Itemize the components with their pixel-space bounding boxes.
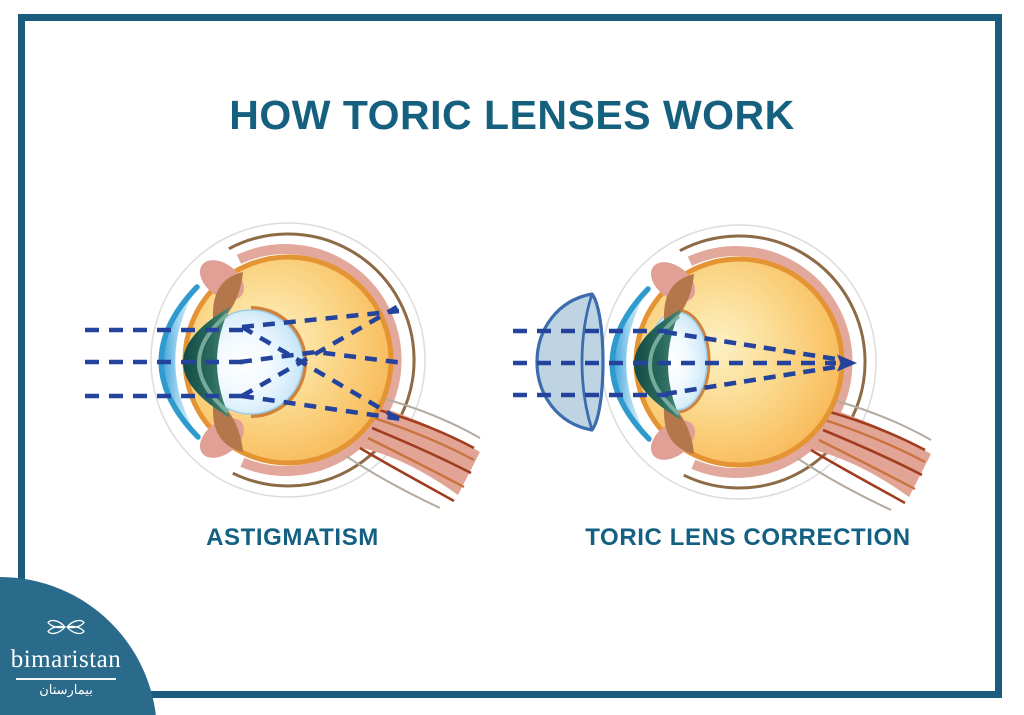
label-astigmatism: ASTIGMATISM <box>206 524 379 551</box>
frame-border <box>18 14 1002 698</box>
light-rays-astigmatism <box>85 305 405 423</box>
corrected-eye <box>602 225 931 510</box>
astigmatism-eye <box>151 223 480 508</box>
logo-wordmark: bimaristan <box>10 646 122 673</box>
light-rays-corrected <box>513 328 843 398</box>
logo-wordmark-arabic: بيمارستان <box>39 682 93 697</box>
logo-divider <box>16 678 116 680</box>
focus-arrow-icon <box>837 354 857 372</box>
leaf-bow-icon <box>47 619 85 635</box>
label-toric-correction: TORIC LENS CORRECTION <box>585 524 911 551</box>
page-title: HOW TORIC LENSES WORK <box>229 92 795 138</box>
